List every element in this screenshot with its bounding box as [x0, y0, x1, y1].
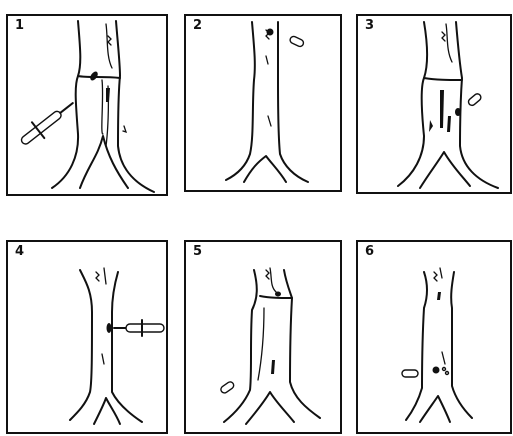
- lesion-mark: [271, 360, 275, 374]
- lesion-mark: [440, 90, 444, 128]
- lesion-mark: [106, 88, 110, 102]
- vessel-left-wall: [70, 270, 92, 420]
- inner-line: [268, 116, 271, 126]
- syringe-icon: [114, 320, 164, 336]
- vessel-bifurcation: [244, 156, 286, 182]
- panel-3: 3: [356, 14, 512, 194]
- squiggle: [96, 272, 99, 281]
- vessel-branch-wall: [424, 78, 462, 80]
- vessel-right-wall: [456, 22, 498, 188]
- capsule-icon: [220, 381, 235, 395]
- squiggle: [442, 32, 445, 41]
- clot-mark: [275, 292, 281, 297]
- vessel-branch-wall: [78, 76, 120, 78]
- capsule-icon: [289, 35, 305, 47]
- bubble-mark: [446, 372, 449, 375]
- lesion-mark: [429, 120, 433, 132]
- vessel-right-wall: [451, 272, 472, 418]
- inner-line: [270, 268, 276, 292]
- arrow-mark: [123, 126, 126, 132]
- lesion-mark: [447, 116, 451, 132]
- inner-line: [440, 268, 442, 278]
- vessel-left-wall: [52, 21, 80, 188]
- vessel-bifurcation: [246, 392, 294, 424]
- syringe-icon: [16, 95, 79, 150]
- panel-4: 4: [6, 240, 168, 434]
- vessel-left-wall: [406, 272, 427, 420]
- vessel-diagram: [8, 242, 168, 434]
- vessel-right-wall: [278, 22, 308, 182]
- capsule-icon: [467, 92, 482, 106]
- inner-line: [102, 354, 104, 364]
- capsule-icon: [402, 370, 418, 377]
- clot-mark: [107, 323, 112, 333]
- vessel-right-wall: [116, 21, 154, 192]
- clot-mark: [455, 108, 461, 116]
- inner-line: [102, 80, 103, 134]
- vessel-left-wall: [226, 22, 255, 180]
- vessel-bifurcation: [94, 398, 120, 424]
- squiggle: [266, 270, 269, 279]
- squiggle: [108, 36, 111, 45]
- clot-mark: [433, 367, 440, 374]
- vessel-right-wall: [112, 272, 142, 422]
- inner-line: [442, 352, 445, 364]
- inner-line: [106, 24, 112, 68]
- panel-6: 6: [356, 240, 512, 434]
- lesion-mark: [437, 292, 441, 300]
- bubble-mark: [443, 368, 446, 371]
- vessel-branch-wall: [260, 296, 292, 298]
- vessel-diagram: [186, 16, 342, 192]
- vessel-diagram: [186, 242, 342, 434]
- vessel-diagram: [358, 242, 512, 434]
- squiggle: [434, 272, 437, 281]
- vessel-diagram: [358, 16, 512, 194]
- clot-mark: [267, 29, 274, 36]
- vessel-left-wall: [398, 22, 427, 186]
- inner-line: [258, 308, 264, 380]
- inner-line: [266, 56, 268, 64]
- panel-1: 1: [6, 14, 168, 196]
- vessel-left-wall: [224, 270, 257, 422]
- panel-5: 5: [184, 240, 342, 434]
- vessel-bifurcation: [80, 136, 128, 188]
- panel-2: 2: [184, 14, 342, 192]
- vessel-right-wall: [284, 270, 320, 418]
- vessel-bifurcation: [420, 396, 450, 422]
- inner-line: [446, 24, 452, 62]
- vessel-diagram: [8, 16, 168, 196]
- inner-line: [104, 268, 106, 284]
